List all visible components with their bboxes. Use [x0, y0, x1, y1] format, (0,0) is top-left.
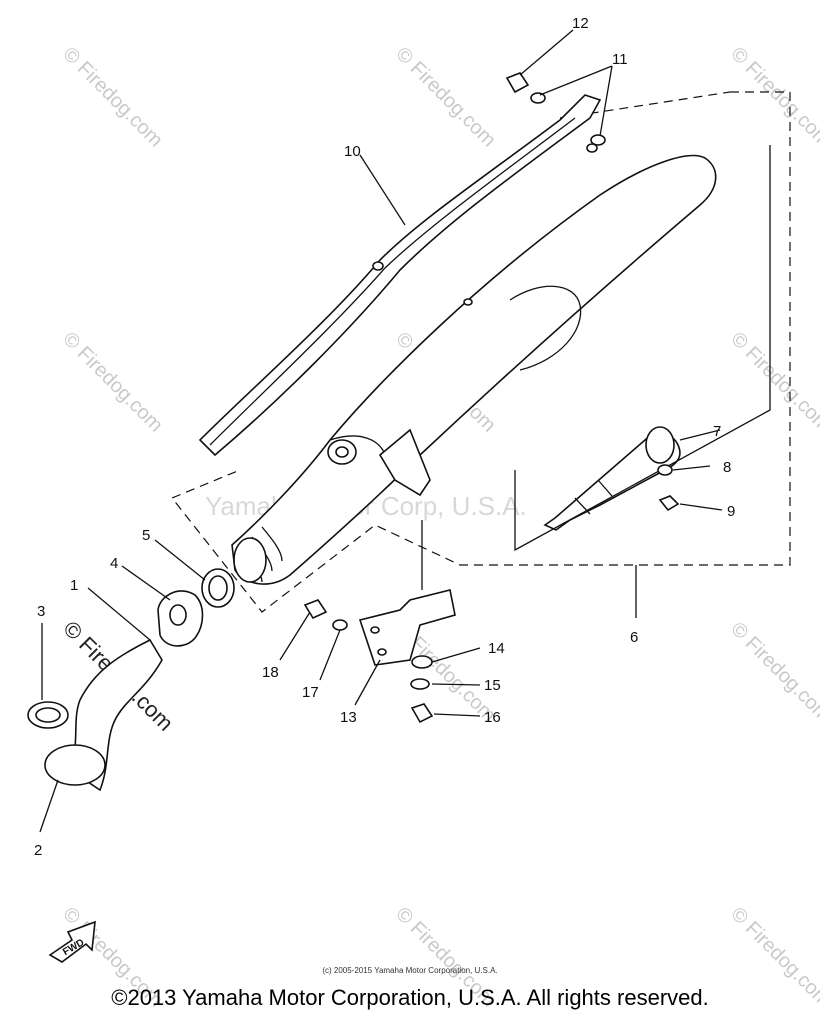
copyright-notice: ©2013 Yamaha Motor Corporation, U.S.A. A… — [111, 985, 709, 1010]
callout-6: 6 — [630, 629, 638, 646]
callout-14: 14 — [488, 640, 505, 657]
callout-16: 16 — [484, 709, 501, 726]
callout-8: 8 — [723, 459, 731, 476]
boundary-link — [559, 91, 731, 119]
gasket-5-inner — [208, 575, 228, 601]
callout-2: 2 — [34, 842, 42, 859]
callout-1: 1 — [70, 577, 78, 594]
gasket-3-inner — [35, 707, 61, 723]
watermark-site: © Firedog.com — [58, 43, 167, 152]
bolt-12 — [505, 72, 530, 94]
leader-lines — [39, 29, 723, 833]
heat-shield — [198, 94, 602, 457]
bolt-16 — [410, 703, 434, 724]
washer-8 — [657, 464, 673, 476]
callout-12: 12 — [572, 15, 589, 32]
callout-7: 7 — [713, 423, 721, 440]
callout-13: 13 — [340, 709, 357, 726]
exhaust-pipe — [44, 638, 163, 792]
washer-11a — [530, 92, 546, 104]
muffler-assembly-boundary — [171, 91, 791, 613]
tail-pipe-insert — [543, 426, 681, 531]
fwd-label: FWD — [61, 937, 86, 958]
watermark-site: © Firedog.com — [726, 43, 820, 152]
watermark-site: © Firedog.com — [726, 618, 820, 727]
watermark-site: © Firedog.com — [391, 43, 500, 152]
callout-9: 9 — [727, 503, 735, 520]
bolt-9 — [658, 495, 680, 512]
tiny-copyright-text: (c) 2005-2015 Yamaha Motor Corporation, … — [322, 966, 498, 975]
muffler-body — [231, 154, 717, 585]
washer-17 — [332, 619, 348, 631]
callout-10: 10 — [344, 143, 361, 160]
joint-4-inner — [169, 604, 187, 626]
callout-3: 3 — [37, 603, 45, 620]
callout-18: 18 — [262, 664, 279, 681]
insert-boundary — [514, 145, 771, 552]
bracket-13 — [358, 589, 456, 666]
washer-11b — [590, 134, 606, 146]
callout-15: 15 — [484, 677, 501, 694]
callout-17: 17 — [302, 684, 319, 701]
watermark-site: © Firedog.com — [58, 328, 167, 437]
lockwasher-15 — [410, 678, 430, 690]
watermark-site: © Firedog.com — [726, 328, 820, 437]
bracket-hole — [370, 626, 380, 634]
bolt-18 — [303, 599, 328, 620]
bracket-hole — [377, 648, 387, 656]
callout-11: 11 — [612, 51, 628, 68]
washer-14 — [411, 655, 433, 669]
callout-4: 4 — [110, 555, 118, 572]
callout-5: 5 — [142, 527, 150, 544]
